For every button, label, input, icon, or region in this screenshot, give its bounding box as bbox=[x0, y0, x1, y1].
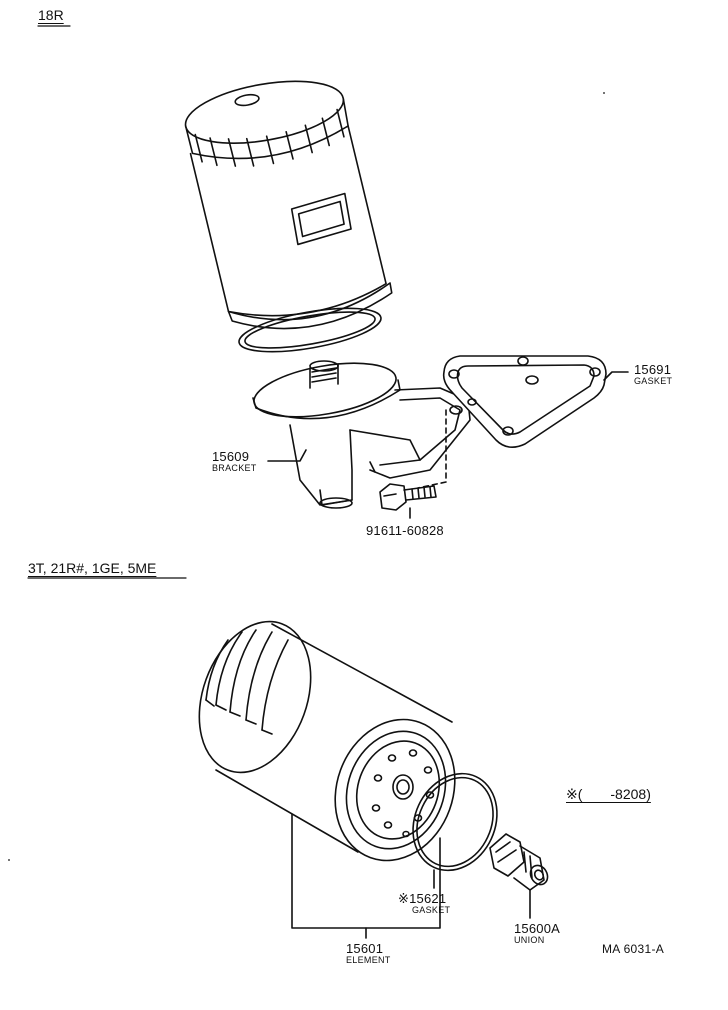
part-name: BRACKET bbox=[212, 463, 257, 473]
part-name: GASKET bbox=[412, 905, 451, 915]
drawing-code: MA 6031-A bbox=[602, 942, 665, 956]
part-number: 15621 bbox=[409, 891, 447, 906]
section-title-18r: 18R bbox=[38, 7, 64, 23]
gasket-icon bbox=[442, 355, 607, 448]
part-number: 15609 bbox=[212, 449, 250, 464]
applicability-note: ※( -8208) bbox=[566, 786, 651, 802]
oil-filter-icon bbox=[184, 80, 393, 330]
part-name: UNION bbox=[514, 935, 545, 945]
part-name: GASKET bbox=[634, 376, 673, 386]
part-number: 15691 bbox=[634, 362, 672, 377]
o-ring-icon bbox=[412, 772, 498, 872]
part-mark: ※ bbox=[398, 891, 410, 906]
part-number: 15600A bbox=[514, 921, 561, 936]
section-title-3t-21r-1ge-5me: 3T, 21R#, 1GE, 5ME bbox=[28, 560, 157, 576]
union-fitting-icon bbox=[489, 833, 549, 891]
part-label-gasket-15621: ※15621 GASKET bbox=[398, 892, 450, 915]
oil-filter-icon bbox=[198, 620, 456, 862]
bracket-icon bbox=[252, 360, 471, 509]
bolt-icon bbox=[379, 483, 437, 511]
o-ring-icon bbox=[238, 307, 382, 353]
part-label-bolt-91611-60828: 91611-60828 bbox=[366, 523, 444, 538]
part-label-gasket-15691: 15691 GASKET bbox=[634, 363, 672, 386]
part-label-element-15601: 15601 ELEMENT bbox=[346, 942, 391, 965]
part-number: 15601 bbox=[346, 941, 384, 956]
part-name: ELEMENT bbox=[346, 955, 391, 965]
part-label-union-15600a: 15600A UNION bbox=[514, 922, 560, 945]
part-label-bracket-15609: 15609 BRACKET bbox=[212, 450, 257, 473]
